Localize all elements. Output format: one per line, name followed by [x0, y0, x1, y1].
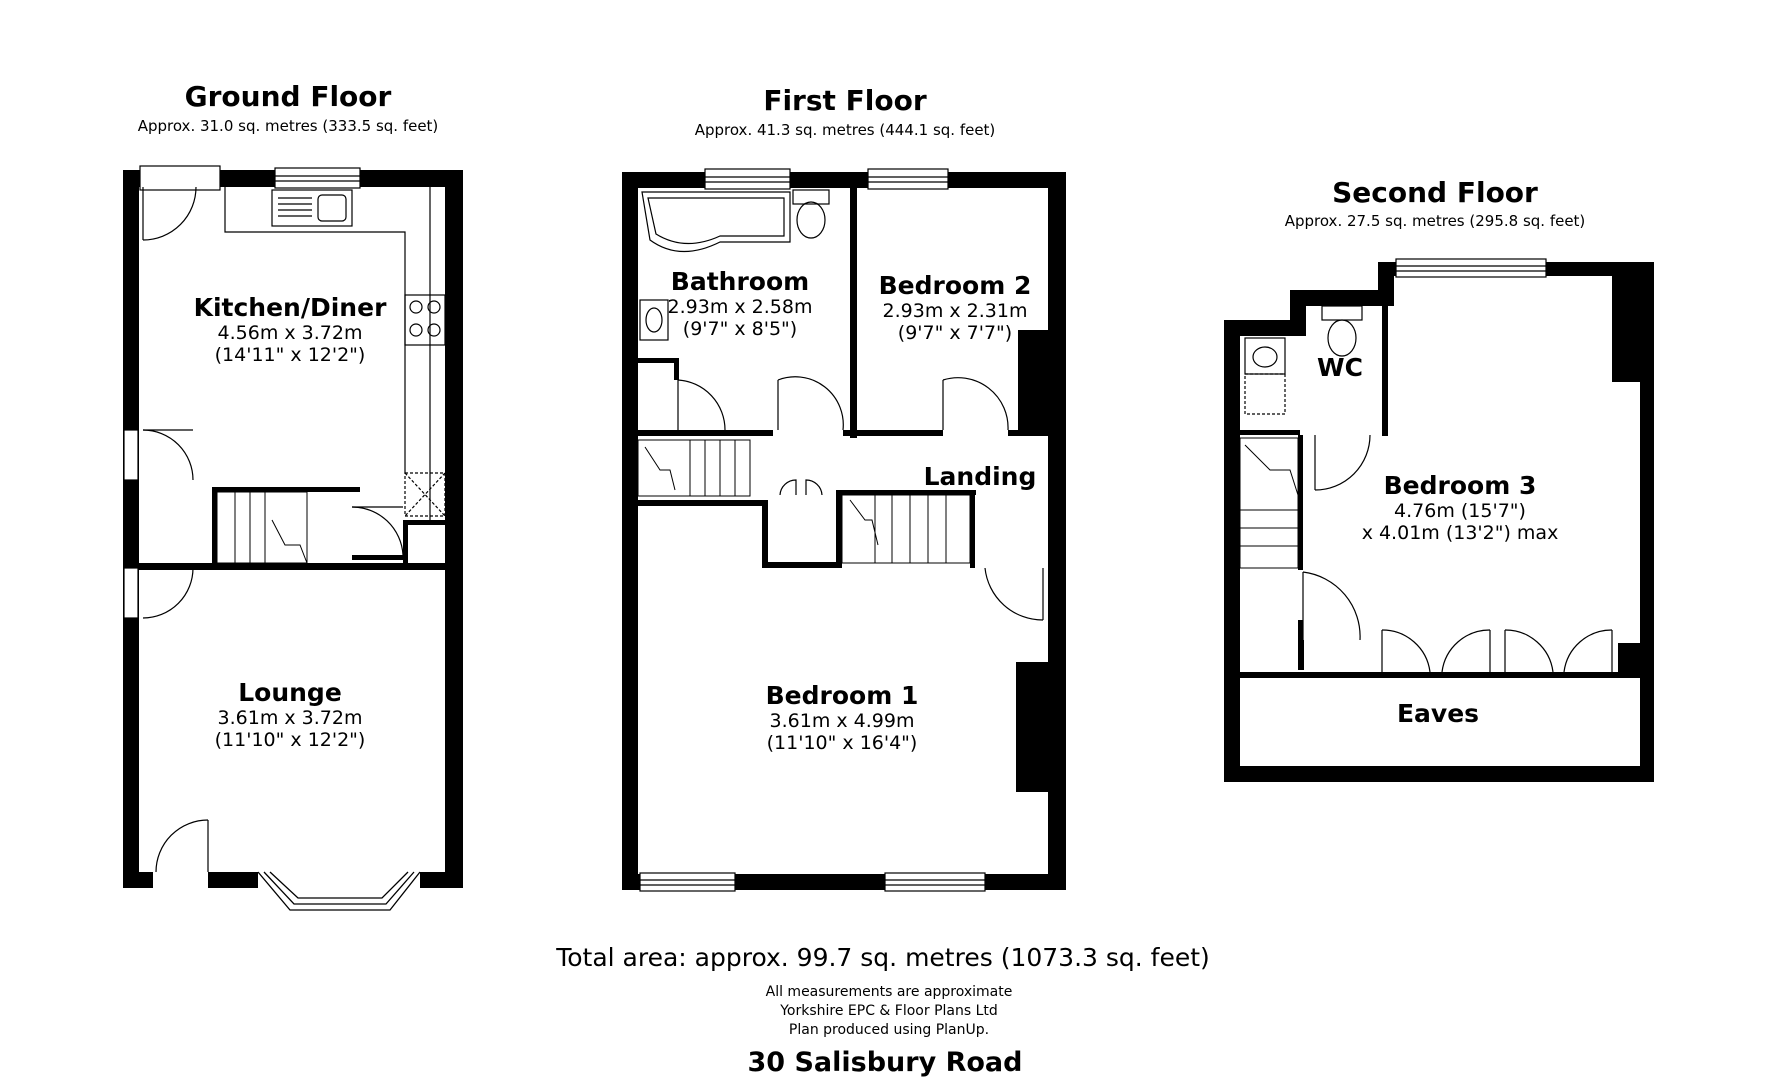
ground-floor-room-labels: Kitchen/Diner 4.56m x 3.72m (14'11" x 12… [194, 293, 387, 751]
room-name-lounge: Lounge [238, 678, 342, 707]
ground-floor-doors [142, 186, 404, 873]
disclaimer-note: All measurements are approximate [766, 984, 1013, 1000]
total-area: Total area: approx. 99.7 sq. metres (107… [555, 943, 1210, 972]
room-dim-kitchen-diner: 4.56m x 3.72m [218, 322, 363, 344]
room-dim-imperial-bedroom-1: (11'10" x 16'4") [767, 732, 918, 754]
ground-floor-stairs [216, 491, 308, 564]
software-note: Plan produced using PlanUp. [789, 1022, 989, 1038]
ground-floor-walls [123, 170, 463, 888]
room-dim-imperial-bedroom-2: (9'7" x 7'7") [898, 322, 1012, 344]
room-dim-bedroom-2: 2.93m x 2.31m [883, 300, 1028, 322]
room-dim-lounge: 3.61m x 3.72m [218, 707, 363, 729]
ground-floor-area: Approx. 31.0 sq. metres (333.5 sq. feet) [138, 117, 439, 135]
room-name-bathroom: Bathroom [671, 267, 809, 296]
ground-floor-windows [123, 165, 361, 619]
room-name-bedroom-1: Bedroom 1 [766, 681, 919, 710]
second-floor-room-labels: WC Bedroom 3 4.76m (15'7") x 4.01m (13'2… [1317, 353, 1558, 728]
room-name-wc: WC [1317, 353, 1363, 382]
room-dim-imperial-lounge: (11'10" x 12'2") [215, 729, 366, 751]
room-dim-bedroom-3: 4.76m (15'7") [1394, 500, 1526, 522]
room-dim-imperial-kitchen-diner: (14'11" x 12'2") [215, 344, 366, 366]
first-floor-title: First Floor [763, 84, 927, 117]
wc-fixtures [1244, 305, 1363, 415]
room-dim-max-bedroom-3: x 4.01m (13'2") max [1362, 522, 1559, 544]
plan-footer: Total area: approx. 99.7 sq. metres (107… [555, 943, 1210, 1078]
second-floor-area: Approx. 27.5 sq. metres (295.8 sq. feet) [1285, 212, 1586, 230]
kitchen-units [224, 187, 446, 520]
first-floor-stairs [637, 439, 971, 564]
room-name-landing: Landing [924, 462, 1037, 491]
first-floor-area: Approx. 41.3 sq. metres (444.1 sq. feet) [695, 121, 996, 139]
company-note: Yorkshire EPC & Floor Plans Ltd [779, 1003, 998, 1019]
second-floor-stairs [1239, 437, 1299, 569]
ground-floor-plan: Ground Floor Approx. 31.0 sq. metres (33… [123, 80, 463, 911]
property-address: 30 Salisbury Road [748, 1047, 1023, 1078]
first-floor-windows [639, 168, 986, 892]
second-floor-title: Second Floor [1332, 176, 1538, 209]
room-name-bedroom-2: Bedroom 2 [879, 271, 1032, 300]
bathroom-fixtures [639, 189, 830, 341]
room-name-bedroom-3: Bedroom 3 [1384, 471, 1537, 500]
second-floor-windows [1395, 258, 1547, 278]
second-floor-doors [1302, 434, 1613, 673]
second-floor-walls [1224, 262, 1654, 782]
second-floor-plan: Second Floor Approx. 27.5 sq. metres (29… [1224, 176, 1654, 782]
lounge-bay-window [257, 871, 421, 911]
room-dim-bedroom-1: 3.61m x 4.99m [770, 710, 915, 732]
first-floor-doors [677, 376, 1044, 621]
room-dim-bathroom: 2.93m x 2.58m [668, 296, 813, 318]
room-dim-imperial-bathroom: (9'7" x 8'5") [683, 318, 797, 340]
ground-floor-title: Ground Floor [185, 80, 392, 113]
first-floor-room-labels: Bathroom 2.93m x 2.58m (9'7" x 8'5") Bed… [668, 267, 1037, 754]
first-floor-plan: First Floor Approx. 41.3 sq. metres (444… [622, 84, 1066, 892]
room-name-kitchen-diner: Kitchen/Diner [194, 293, 387, 322]
room-name-eaves: Eaves [1397, 699, 1479, 728]
